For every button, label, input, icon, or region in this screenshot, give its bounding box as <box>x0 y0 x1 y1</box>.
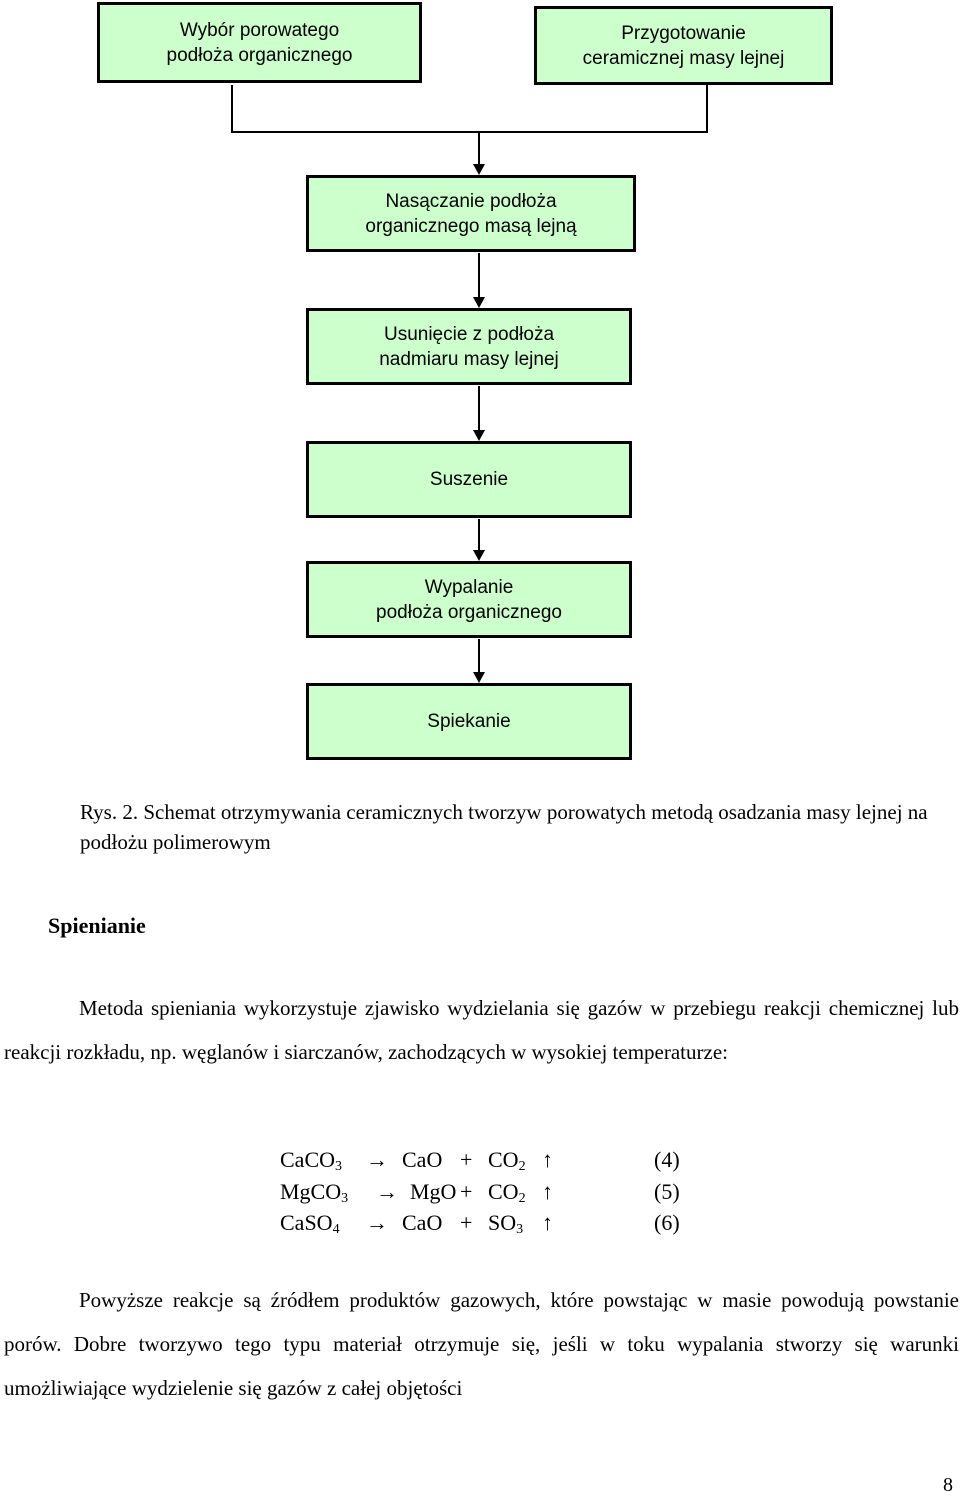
equation-product-1: CaO <box>402 1147 443 1172</box>
gas-release-arrow-icon: ↑ <box>542 1210 553 1235</box>
paragraph-1: Metoda spieniania wykorzystuje zjawisko … <box>4 996 959 1064</box>
flow-box-impregnation: Nasączanie podłoża organicznego masą lej… <box>306 175 636 252</box>
reaction-arrow-icon: → <box>366 1147 388 1172</box>
equation-number: (6) <box>654 1210 680 1235</box>
equation-number: (5) <box>654 1179 680 1204</box>
gas-release-arrow-icon: ↑ <box>542 1147 553 1172</box>
arrow-head-5 <box>473 672 485 683</box>
flow-box-burning-out: Wypalanie podłoża organicznego <box>306 561 632 638</box>
equation-product-2: SO3 <box>488 1210 524 1237</box>
equation-product-2: CO2 <box>488 1147 526 1174</box>
equation-reactant: MgCO3 <box>280 1179 349 1206</box>
flow-box-drying: Suszenie <box>306 441 632 518</box>
equation-product-2: CO2 <box>488 1179 526 1206</box>
equation-product-1: MgO <box>410 1179 457 1204</box>
gas-release-arrow-icon: ↑ <box>542 1179 553 1204</box>
figure-caption: Rys. 2. Schemat otrzymywania ceramicznyc… <box>80 800 928 854</box>
paragraph-2: Powyższe reakcje są źródłem produktów ga… <box>4 1288 959 1400</box>
flow-box-porous-substrate: Wybór porowatego podłoża organicznego <box>97 2 422 83</box>
connector-right-down <box>706 85 708 132</box>
connector-to-impregnation <box>478 132 480 164</box>
connector-to-sintering <box>478 639 480 672</box>
connector-to-removal <box>478 253 480 297</box>
connector-left-down <box>231 85 233 132</box>
arrow-head-1 <box>473 164 485 175</box>
equation-plus: + <box>460 1147 473 1172</box>
reaction-arrow-icon: → <box>376 1179 398 1204</box>
arrow-head-2 <box>473 297 485 308</box>
section-title: Spienianie <box>48 913 146 938</box>
equation-reactant: CaCO3 <box>280 1147 342 1174</box>
reaction-arrow-icon: → <box>366 1210 388 1235</box>
arrow-head-3 <box>473 430 485 441</box>
connector-to-drying <box>478 386 480 430</box>
connector-to-burning <box>478 519 480 550</box>
equation-product-1: CaO <box>402 1210 443 1235</box>
flow-box-slip-preparation: Przygotowanie ceramicznej masy lejnej <box>534 6 833 85</box>
equation-number: (4) <box>654 1147 680 1172</box>
equation-plus: + <box>460 1179 473 1204</box>
equation-plus: + <box>460 1210 473 1235</box>
connector-horizontal <box>231 131 708 133</box>
arrow-head-4 <box>473 550 485 561</box>
flow-box-excess-removal: Usunięcie z podłoża nadmiaru masy lejnej <box>306 308 632 385</box>
page-number: 8 <box>943 1474 953 1496</box>
equation-reactant: CaSO4 <box>280 1210 340 1237</box>
flow-box-sintering: Spiekanie <box>306 683 632 760</box>
